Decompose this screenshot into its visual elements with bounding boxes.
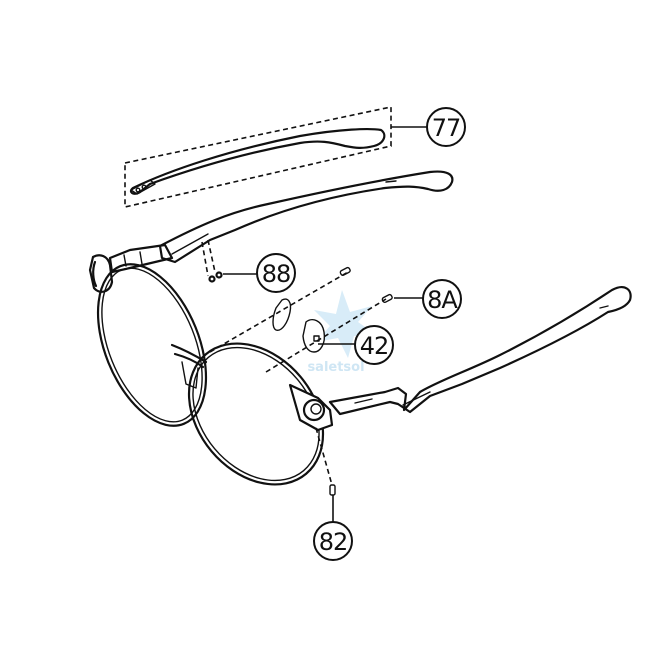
callout-42[interactable]: 42 (354, 325, 394, 365)
right-lens-rim-inner (192, 346, 320, 482)
callout-88-label: 88 (262, 260, 291, 288)
screw-88b-icon (215, 271, 223, 279)
part-77-sleeve (129, 127, 386, 195)
screw-82-icon (329, 484, 336, 496)
left-lens (96, 263, 208, 427)
screw-88a-icon (208, 275, 216, 283)
callout-82[interactable]: 82 (313, 521, 353, 561)
callout-8a[interactable]: 8A (422, 279, 462, 319)
part-77-box (124, 106, 392, 209)
callout-77[interactable]: 77 (426, 107, 466, 147)
watermark-star-icon (314, 290, 378, 358)
screws (208, 266, 393, 496)
part-77-tip (130, 179, 156, 195)
nose-pads (272, 298, 326, 353)
assembly-lines (201, 239, 387, 486)
left-temple-outline (158, 170, 454, 264)
right-lens (187, 342, 325, 486)
callout-42-label: 42 (360, 332, 389, 360)
part-77-hole (141, 184, 147, 190)
right-lens-rim-outer (187, 342, 325, 486)
left-nose-pad (272, 298, 292, 331)
callout-82-label: 82 (319, 528, 348, 556)
screw-8a-icon (381, 293, 393, 303)
watermark: saletsol (307, 290, 378, 375)
callout-8a-label: 8A (427, 286, 458, 314)
leader-lines (223, 126, 427, 522)
right-end-piece (288, 383, 334, 432)
callout-88[interactable]: 88 (256, 253, 296, 293)
callout-77-label: 77 (432, 114, 461, 142)
watermark-text: saletsol (307, 360, 364, 375)
screw-icon (339, 266, 351, 276)
left-end-piece (88, 254, 114, 293)
right-temple-arm (328, 286, 632, 416)
part-77-group (124, 106, 392, 209)
left-lens-rim-outer (96, 263, 208, 427)
left-lens-rim-inner (101, 267, 203, 423)
part-77-hole (135, 187, 141, 193)
